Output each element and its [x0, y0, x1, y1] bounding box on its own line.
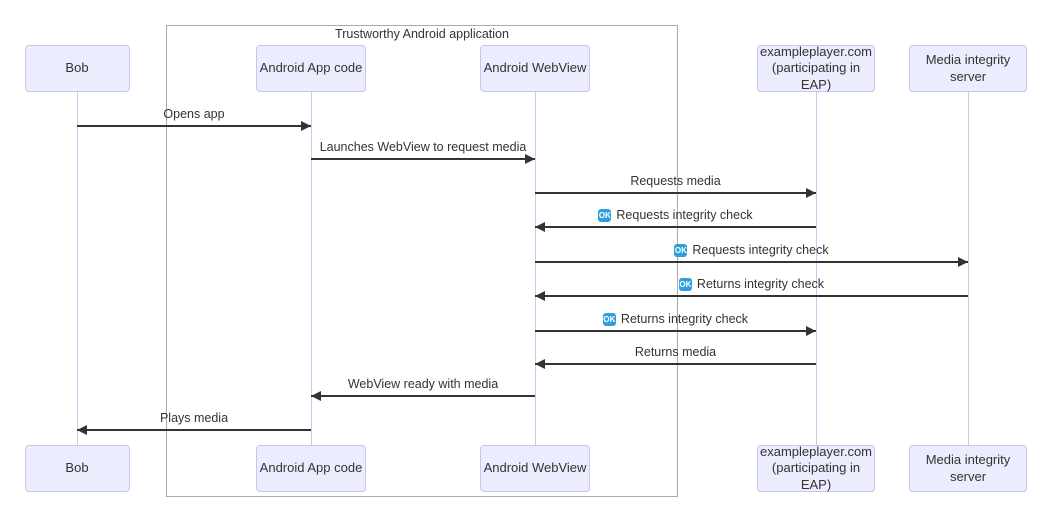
- message-label: OK Returns integrity check: [535, 310, 816, 328]
- message-label: OK Returns integrity check: [535, 275, 968, 293]
- message-arrow-line: [535, 295, 968, 297]
- lifeline-bob: [76, 92, 78, 445]
- message-arrow-line: [535, 330, 816, 332]
- message-arrowhead: [535, 359, 545, 369]
- actor-box-top-exampleplayer: exampleplayer.com (participating in EAP): [757, 44, 875, 92]
- actor-label: Media integrity server: [925, 52, 1011, 84]
- actor-box-bottom-exampleplayer: exampleplayer.com (participating in EAP): [757, 444, 875, 492]
- lifeline-exampleplayer: [815, 92, 817, 445]
- actor-label: Android WebView: [483, 60, 587, 76]
- lifeline-mediaserver: [967, 92, 969, 445]
- message-arrowhead: [535, 291, 545, 301]
- message-arrow-line: [77, 125, 311, 127]
- message-arrow-line: [77, 429, 311, 431]
- message-arrowhead: [77, 425, 87, 435]
- actor-label: Bob: [65, 60, 89, 76]
- message-arrowhead: [535, 222, 545, 232]
- message-label: OK Requests integrity check: [535, 206, 816, 224]
- message-label: OK Requests integrity check: [535, 241, 968, 259]
- actor-label: exampleplayer.com (participating in EAP): [760, 44, 872, 92]
- ok-icon: OK: [678, 277, 692, 291]
- actor-box-bottom-appcode: Android App code: [256, 445, 366, 492]
- message-arrowhead: [525, 154, 535, 164]
- message-text: Requests integrity check: [616, 208, 753, 222]
- trust-boundary-frame: [166, 25, 678, 497]
- message-label: Launches WebView to request media: [311, 138, 535, 156]
- actor-label: Media integrity server: [925, 452, 1011, 484]
- message-arrowhead: [806, 326, 816, 336]
- ok-icon: OK: [598, 208, 612, 222]
- message-arrow-line: [535, 192, 816, 194]
- actor-label: exampleplayer.com (participating in EAP): [760, 444, 872, 492]
- ok-icon: OK: [674, 243, 688, 257]
- message-arrow-line: [311, 158, 535, 160]
- message-text: Returns integrity check: [696, 277, 825, 291]
- message-text: Returns integrity check: [620, 312, 749, 326]
- lifeline-webview: [534, 92, 536, 445]
- message-label: Opens app: [77, 105, 311, 123]
- message-arrow-line: [535, 226, 816, 228]
- message-text: Opens app: [163, 107, 225, 121]
- message-arrow-line: [535, 261, 968, 263]
- message-label: WebView ready with media: [311, 375, 535, 393]
- message-label: Plays media: [77, 409, 311, 427]
- message-label: Requests media: [535, 172, 816, 190]
- actor-box-bottom-mediaserver: Media integrity server: [909, 445, 1027, 492]
- message-text: Launches WebView to request media: [319, 140, 527, 154]
- actor-box-top-bob: Bob: [24, 45, 130, 92]
- actor-label: Bob: [65, 460, 89, 476]
- lifeline-appcode: [310, 92, 312, 445]
- message-arrow-line: [311, 395, 535, 397]
- message-arrowhead: [301, 121, 311, 131]
- actor-box-top-webview: Android WebView: [480, 45, 590, 92]
- actor-box-bottom-bob: Bob: [24, 445, 130, 492]
- message-arrow-line: [535, 363, 816, 365]
- ok-icon: OK: [602, 312, 616, 326]
- message-arrowhead: [958, 257, 968, 267]
- message-label: Returns media: [535, 343, 816, 361]
- message-text: Returns media: [634, 345, 717, 359]
- actor-label: Android App code: [259, 460, 363, 476]
- actor-box-top-appcode: Android App code: [256, 45, 366, 92]
- message-arrowhead: [311, 391, 321, 401]
- message-arrowhead: [806, 188, 816, 198]
- message-text: WebView ready with media: [347, 377, 499, 391]
- actor-label: Android App code: [259, 60, 363, 76]
- message-text: Requests integrity check: [692, 243, 829, 257]
- actor-box-top-mediaserver: Media integrity server: [909, 45, 1027, 92]
- message-text: Plays media: [159, 411, 229, 425]
- message-text: Requests media: [630, 174, 721, 188]
- actor-label: Android WebView: [483, 460, 587, 476]
- actor-box-bottom-webview: Android WebView: [480, 445, 590, 492]
